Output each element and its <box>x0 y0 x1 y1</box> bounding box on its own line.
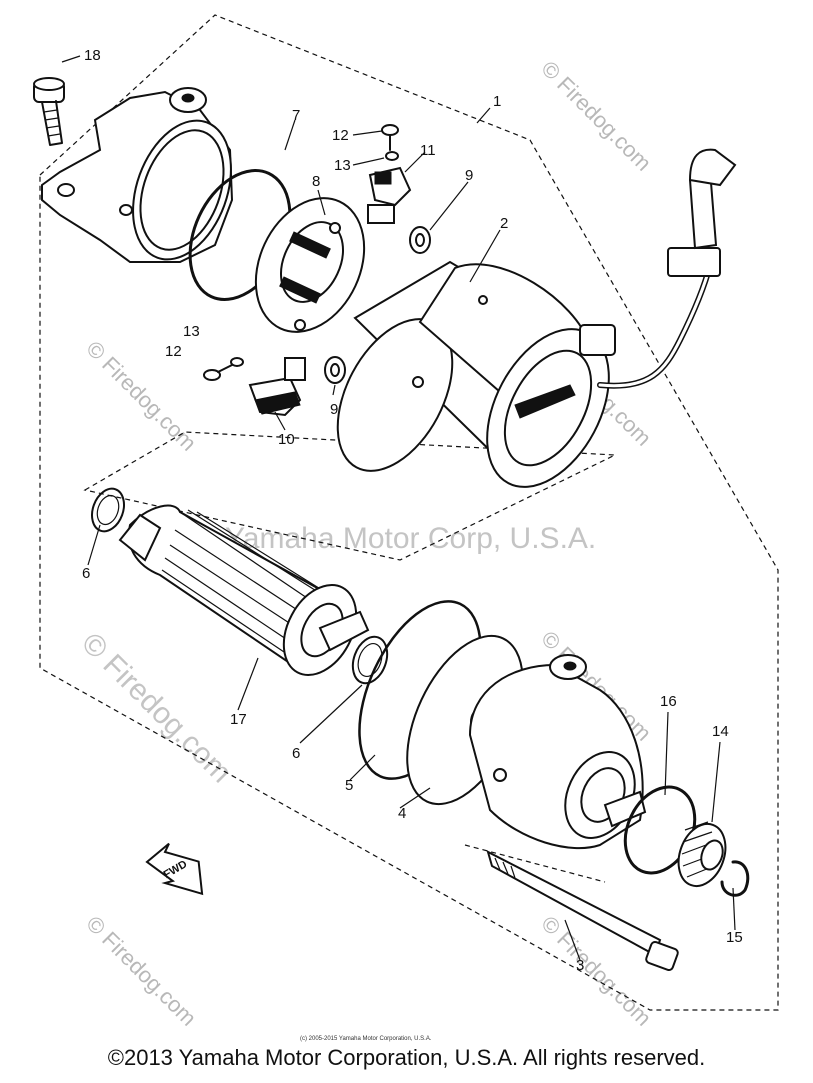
washer-13-lower <box>230 357 244 367</box>
part-number: 7 <box>292 107 300 124</box>
part-number: 4 <box>398 805 406 822</box>
washer-6-upper <box>91 487 125 533</box>
front-cover <box>468 654 647 849</box>
watermark: © Firedog.com <box>81 336 201 456</box>
bolt-18 <box>33 55 81 146</box>
through-bolt-3 <box>486 850 679 971</box>
part-number: 16 <box>660 693 677 710</box>
part-number: 10 <box>278 431 295 448</box>
lead-wire <box>597 148 737 389</box>
washer-6-lower <box>351 635 389 685</box>
brush-holder-10 <box>248 357 306 417</box>
screw-12-upper <box>381 124 399 151</box>
part-number: 3 <box>576 957 584 974</box>
screw-12-lower <box>203 364 233 381</box>
part-number: 15 <box>726 929 743 946</box>
armature-17 <box>118 504 370 676</box>
watermark: © Firedog.com <box>536 56 656 176</box>
part-number: 11 <box>420 142 436 159</box>
small-copyright: (c) 2005-2015 Yamaha Motor Corporation, … <box>300 1036 432 1042</box>
part-number: 13 <box>183 323 200 340</box>
part-number: 14 <box>712 723 729 740</box>
part-number: 5 <box>345 777 353 794</box>
part-number: 6 <box>82 565 90 582</box>
bushing-9-lower <box>324 356 346 384</box>
part-number: 17 <box>230 711 247 728</box>
circlip-15 <box>720 860 750 897</box>
fwd-arrow: FWD <box>145 842 204 896</box>
part-labels: 1 2 3 4 5 6 6 7 8 9 9 10 11 12 12 13 13 … <box>82 47 743 974</box>
footer-copyright: ©2013 Yamaha Motor Corporation, U.S.A. A… <box>107 1045 706 1070</box>
part-number: 12 <box>165 343 182 360</box>
bushing-9-upper <box>409 226 431 254</box>
part-number: 1 <box>493 93 501 110</box>
yoke-guide <box>83 431 618 561</box>
yoke-2 <box>336 260 616 488</box>
part-number: 13 <box>334 157 351 174</box>
rear-cover <box>41 87 234 263</box>
washer-13-upper <box>385 151 399 161</box>
watermark: © Firedog.com <box>75 627 238 790</box>
watermark: © Firedog.com <box>81 911 201 1031</box>
part-number: 9 <box>330 401 338 418</box>
bolt-guide <box>464 844 606 883</box>
part-number: 9 <box>465 167 473 184</box>
part-number: 12 <box>332 127 349 144</box>
part-number: 6 <box>292 745 300 762</box>
watermark-center: Yamaha Motor Corp, U.S.A. <box>225 522 596 555</box>
assembly-outline <box>39 14 779 1011</box>
part-number: 2 <box>500 215 508 232</box>
part-number: 8 <box>312 173 320 190</box>
gear-14 <box>677 821 727 887</box>
brush-holder-11 <box>367 166 412 224</box>
part-number: 18 <box>84 47 101 64</box>
brush-plate-8 <box>254 197 366 333</box>
leader-lines <box>87 107 736 961</box>
